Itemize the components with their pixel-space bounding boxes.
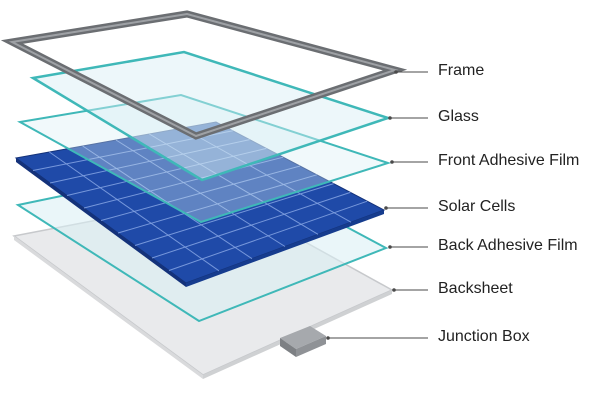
label-back-adhesive-film: Back Adhesive Film: [438, 237, 578, 254]
glass-layer: [29, 50, 393, 182]
cell-grid-line: [115, 139, 286, 247]
label-glass: Glass: [438, 108, 479, 125]
label-front-adhesive-film: Front Adhesive Film: [438, 152, 580, 169]
cell-grid-line: [149, 133, 319, 235]
frame-layer: [0, 10, 408, 140]
leader-lines: [328, 71, 428, 339]
leader-dots: [326, 70, 398, 340]
label-junction-box: Junction Box: [438, 328, 530, 345]
label-frame: Frame: [438, 62, 485, 79]
cell-grid-line: [49, 151, 220, 272]
solar-cells-layer: [14, 121, 386, 287]
junction-box: [280, 326, 326, 357]
cell-grid-line: [182, 127, 352, 223]
label-solar-cells: Solar Cells: [438, 198, 516, 215]
label-backsheet: Backsheet: [438, 280, 513, 297]
